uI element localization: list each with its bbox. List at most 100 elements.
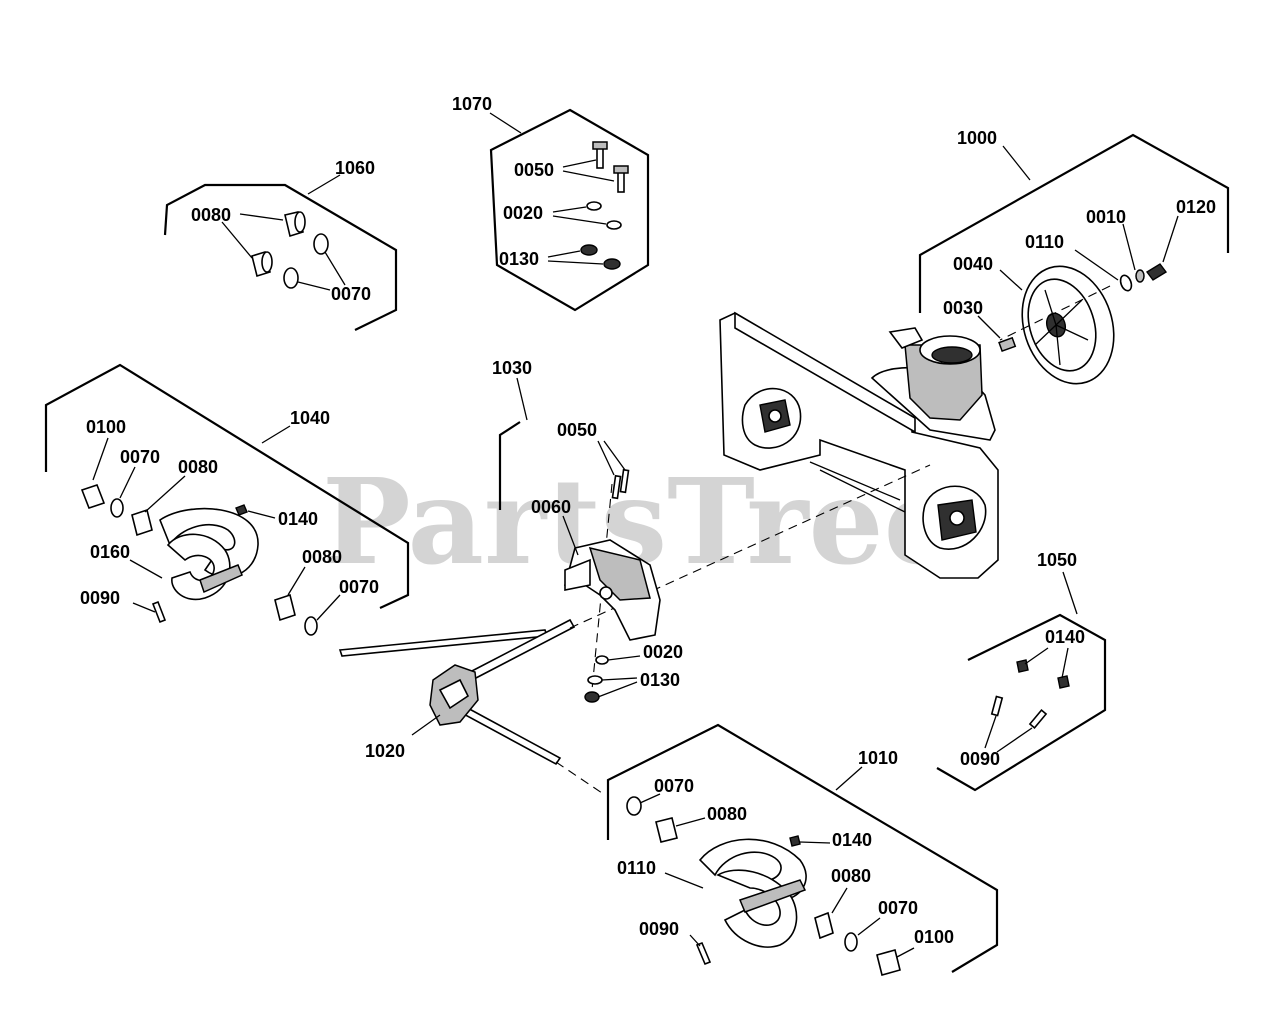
part-label-0140[interactable]: 0140 [1045,627,1085,647]
flat-washer [626,796,642,816]
group-label-1050[interactable]: 1050 [1037,550,1077,570]
part-label-0110[interactable]: 0110 [1025,232,1064,252]
bolt [617,171,625,193]
part-label-0090[interactable]: 0090 [80,588,120,608]
flat-washer [304,616,318,636]
auger-housing [719,311,999,579]
group-label-1030[interactable]: 1030 [492,358,532,378]
part-label-0080[interactable]: 0080 [831,866,871,886]
group-label-1040[interactable]: 1040 [290,408,330,428]
group-label-1000[interactable]: 1000 [957,128,997,148]
flat-washer [283,267,299,289]
part-label-0040[interactable]: 0040 [953,254,993,274]
bolt-head [613,165,629,174]
part-label-0070[interactable]: 0070 [654,776,694,796]
part-label-0070[interactable]: 0070 [878,898,918,918]
part-label-0060[interactable]: 0060 [531,497,571,517]
part-label-0070[interactable]: 0070 [339,577,379,597]
group-1070-bracket [489,108,650,312]
part-label-0090[interactable]: 0090 [639,919,679,939]
bushing-flange [294,211,306,233]
flat-washer [313,233,329,255]
shear-bolt [151,600,167,624]
assembly-axis [555,761,606,796]
part-label-0080[interactable]: 0080 [302,547,342,567]
impeller-shaft [468,618,576,681]
washer [586,201,602,211]
flat-washer [844,932,858,952]
part-label-0050[interactable]: 0050 [557,420,597,440]
part-label-0160[interactable]: 0160 [90,542,130,562]
part-label-0100[interactable]: 0100 [914,927,954,947]
assembly-axis [591,483,613,691]
group-1000-bracket [918,133,1230,313]
part-label-0080[interactable]: 0080 [178,457,218,477]
flange-bushing [131,508,153,537]
group-1030: 1030 0050 0060 0020 0130 [492,358,683,703]
group-1010: 1010 0070 0080 0140 0110 0080 0070 0090 … [606,723,999,976]
nut [1057,675,1070,689]
bushing [80,484,106,509]
washer [587,675,603,685]
group-1020: 1020 [338,618,576,766]
shear-pin-nut [789,835,801,847]
part-label-0130[interactable]: 0130 [499,249,539,269]
part-label-0080[interactable]: 0080 [191,205,231,225]
washer [1119,274,1133,292]
group-1050: 1050 0140 0090 [936,550,1107,792]
part-label-0130[interactable]: 0130 [640,670,680,690]
wheel-bolt [1145,263,1168,281]
part-label-0140[interactable]: 0140 [278,509,318,529]
bushing [876,949,901,976]
bolt [990,695,1004,717]
group-1040: 1040 0100 0070 0080 0140 0160 0090 0080 … [44,363,410,636]
flange-bushing [655,817,678,843]
shear-bolt [695,941,712,966]
group-1040-bracket [44,363,410,609]
nut [1016,659,1029,673]
group-1070: 1070 0050 0020 0130 [452,94,650,312]
group-label-1060[interactable]: 1060 [335,158,375,178]
wheel [1021,265,1115,385]
axle-spacer [998,336,1017,353]
part-label-0020[interactable]: 0020 [503,203,543,223]
bushing-flange [261,251,273,273]
part-label-0070[interactable]: 0070 [120,447,160,467]
nut [603,258,621,270]
bolt [596,147,604,169]
part-label-0030[interactable]: 0030 [943,298,983,318]
bolt [1028,709,1048,729]
group-label-1020[interactable]: 1020 [365,741,405,761]
shear-pin-nut [235,504,248,516]
group-1060: 1060 0080 0070 [163,158,398,331]
auger-shaft-right [456,703,562,766]
part-label-0100[interactable]: 0100 [86,417,126,437]
part-label-0110[interactable]: 0110 [617,858,656,878]
group-label-1070[interactable]: 1070 [452,94,492,114]
lock-washer [1135,269,1145,283]
nut [584,691,600,703]
group-label-1010[interactable]: 1010 [858,748,898,768]
washer [606,220,622,230]
impeller [563,539,661,641]
bolt-head [592,141,608,150]
washer [595,655,609,665]
bolt [611,474,622,500]
part-label-0140[interactable]: 0140 [832,830,872,850]
group-1060-bracket [163,183,398,331]
part-label-0070[interactable]: 0070 [331,284,371,304]
part-label-0050[interactable]: 0050 [514,160,554,180]
auger-spiral [159,507,259,601]
auger-spiral [698,838,807,948]
part-label-0010[interactable]: 0010 [1086,207,1126,227]
flange-bushing [274,593,296,622]
gearbox-cover [438,678,470,710]
part-label-0020[interactable]: 0020 [643,642,683,662]
part-label-0090[interactable]: 0090 [960,749,1000,769]
flat-washer [110,498,124,518]
part-label-0120[interactable]: 0120 [1176,197,1216,217]
nut [580,244,598,256]
part-label-0080[interactable]: 0080 [707,804,747,824]
flange-bushing [814,911,834,940]
